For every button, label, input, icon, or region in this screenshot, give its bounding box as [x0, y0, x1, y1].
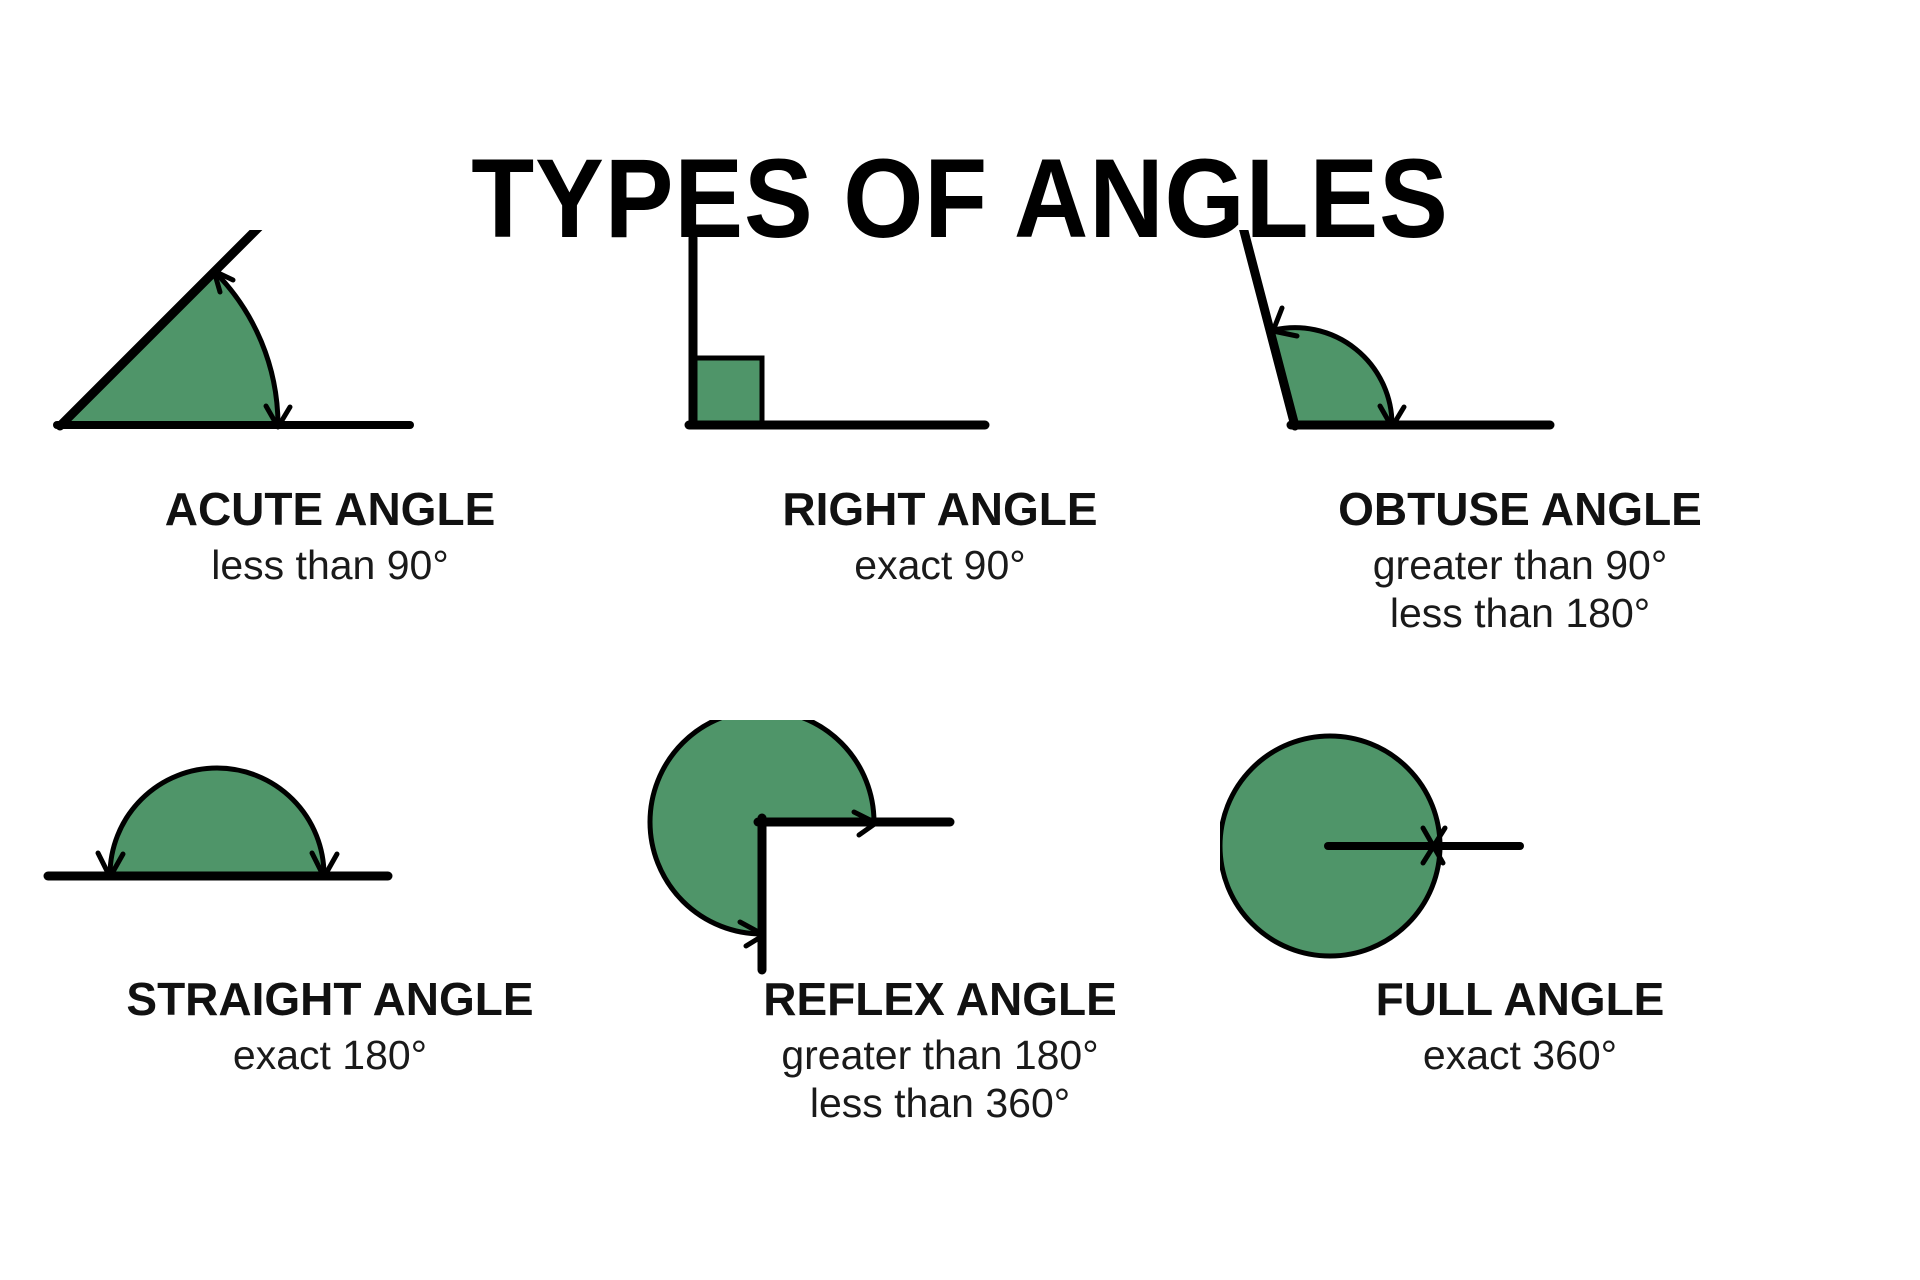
angle-card-straight: STRAIGHT ANGLE exact 180° [30, 720, 630, 1240]
page-title: TYPES OF ANGLES [471, 136, 1449, 262]
angle-desc-reflex-line1: greater than 180° [781, 1031, 1099, 1078]
straight-semicircle-fill [110, 768, 324, 875]
angle-name-acute: ACUTE ANGLE [164, 483, 496, 535]
obtuse-angle-figure [1220, 230, 1820, 485]
angle-desc-reflex: greater than 180° less than 360° [640, 1031, 1240, 1128]
obtuse-sector-fill [1274, 327, 1393, 425]
angle-desc-right-line1: exact 90° [854, 541, 1026, 588]
obtuse-labels: OBTUSE ANGLE greater than 90° less than … [1220, 483, 1820, 638]
angle-name-right: RIGHT ANGLE [782, 483, 1098, 535]
angle-desc-reflex-line2: less than 360° [809, 1080, 1071, 1127]
acute-arrow-lower [263, 403, 293, 430]
full-arrow-stroke-b [1420, 825, 1448, 866]
angle-name-full: FULL ANGLE [1375, 973, 1665, 1025]
angle-desc-right: exact 90° [640, 541, 1240, 589]
angle-name-obtuse: OBTUSE ANGLE [1338, 483, 1702, 535]
angle-card-acute: ACUTE ANGLE less than 90° [30, 230, 630, 730]
obtuse-arrow-upper [1270, 305, 1300, 339]
right-labels: RIGHT ANGLE exact 90° [640, 483, 1240, 589]
reflex-labels: REFLEX ANGLE greater than 180° less than… [640, 973, 1240, 1128]
right-angle-square [689, 355, 765, 428]
angle-desc-obtuse: greater than 90° less than 180° [1220, 541, 1820, 638]
angle-desc-full-line1: exact 360° [1422, 1031, 1618, 1078]
full-angle-figure [1220, 720, 1820, 975]
obtuse-arrow-lower [1377, 403, 1407, 430]
angle-desc-full: exact 360° [1220, 1031, 1820, 1079]
acute-arrow-upper [211, 268, 236, 295]
angle-card-full: FULL ANGLE exact 360° [1220, 720, 1820, 1240]
acute-ray-diagonal [55, 230, 263, 431]
reflex-arrow-lower [737, 919, 767, 949]
straight-arc [107, 765, 327, 876]
angle-desc-obtuse-line1: greater than 90° [1372, 541, 1668, 588]
angle-name-reflex: REFLEX ANGLE [763, 973, 1117, 1025]
full-labels: FULL ANGLE exact 360° [1220, 973, 1820, 1079]
obtuse-arc [1273, 325, 1395, 426]
angle-card-obtuse: OBTUSE ANGLE greater than 90° less than … [1220, 230, 1820, 730]
acute-sector-fill [60, 271, 278, 425]
acute-labels: ACUTE ANGLE less than 90° [30, 483, 630, 589]
angle-desc-acute: less than 90° [30, 541, 630, 589]
reflex-angle-figure [640, 720, 1240, 975]
angle-name-straight: STRAIGHT ANGLE [126, 973, 534, 1025]
angles-grid: ACUTE ANGLE less than 90° RIGHT ANGL [0, 230, 1920, 1270]
reflex-arrow-upper [851, 809, 879, 838]
acute-arc [212, 269, 281, 426]
angle-desc-straight: exact 180° [30, 1031, 630, 1079]
angle-card-right: RIGHT ANGLE exact 90° [640, 230, 1240, 730]
angle-card-reflex: REFLEX ANGLE greater than 180° less than… [640, 720, 1240, 1240]
angle-desc-acute-line1: less than 90° [211, 541, 449, 588]
angle-desc-obtuse-line2: less than 180° [1389, 590, 1651, 637]
obtuse-ray-diagonal [1239, 230, 1300, 431]
right-angle-figure [640, 230, 1240, 485]
angle-desc-straight-line1: exact 180° [232, 1031, 428, 1078]
acute-angle-figure [30, 230, 630, 485]
straight-angle-figure [30, 720, 630, 975]
straight-arrow-left [95, 850, 126, 880]
straight-arrow-right [309, 850, 340, 880]
reflex-arc [647, 720, 877, 937]
straight-labels: STRAIGHT ANGLE exact 180° [30, 973, 630, 1079]
